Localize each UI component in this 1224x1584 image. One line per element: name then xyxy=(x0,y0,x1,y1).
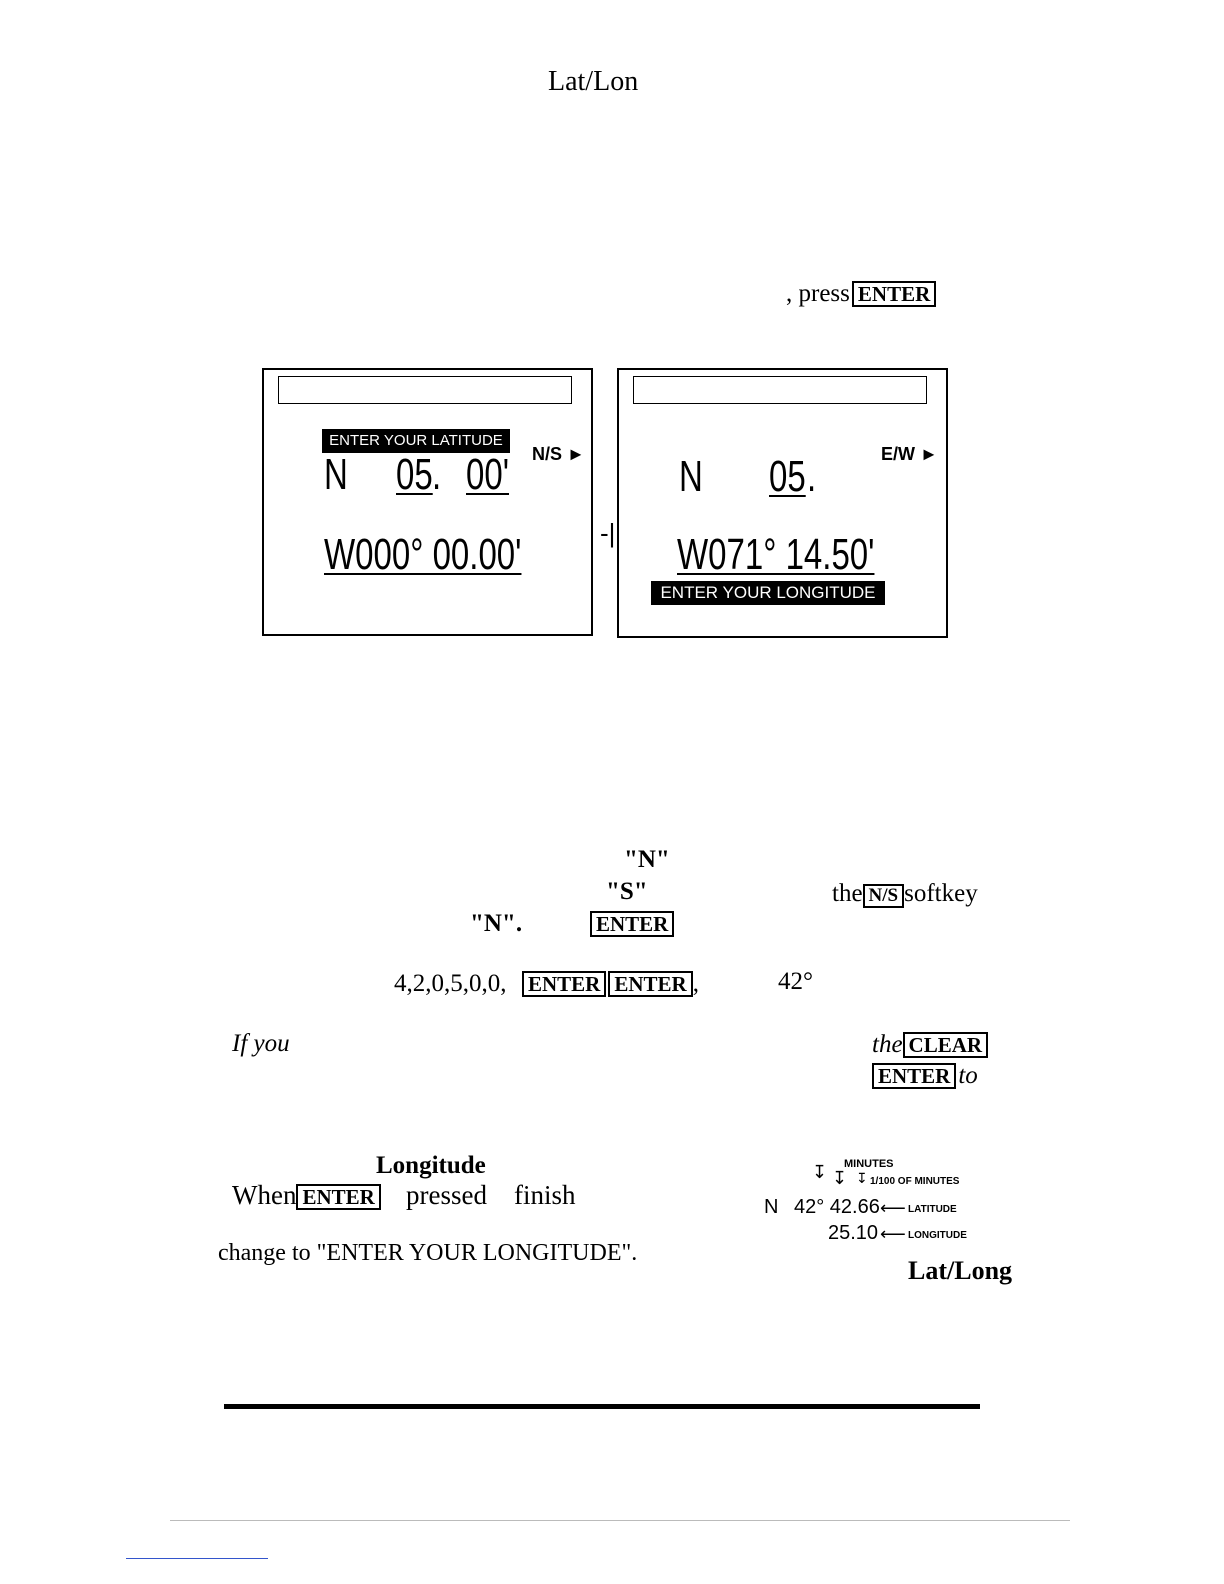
enter-key-1-wrap: ENTER xyxy=(590,911,675,938)
lat-long-label: Lat/Long xyxy=(908,1256,1013,1285)
enter-key: ENTER xyxy=(608,971,693,998)
latitude-banner: ENTER YOUR LATITUDE xyxy=(322,429,510,453)
longitude-value: W000° 00.00' xyxy=(324,530,522,579)
latitude-degree-dot: . xyxy=(432,450,442,499)
latitude-degrees: 05 xyxy=(769,452,806,501)
ns-key: N/S xyxy=(862,884,905,908)
finish-word: finish xyxy=(514,1180,576,1210)
longitude-label: LONGITUDE xyxy=(908,1230,967,1241)
ew-softkey-label: E/W ► xyxy=(881,444,938,465)
arrow-left-icon: ⟵ xyxy=(880,1224,906,1244)
latitude-label: LATITUDE xyxy=(908,1204,957,1215)
enter-key: ENTER xyxy=(872,1063,957,1090)
ns-softkey-text: N/S xyxy=(532,444,563,464)
diagram-lon-value: 25.10 xyxy=(828,1222,879,1244)
diagram-lat-value: 42° 42.66 xyxy=(794,1196,880,1218)
enter-key: ENTER xyxy=(851,281,937,308)
enter-key: ENTER xyxy=(590,911,675,938)
when-word: When xyxy=(232,1180,297,1210)
latitude-minutes: 00' xyxy=(466,450,510,499)
scan-noise-line xyxy=(170,1520,1070,1521)
degrees-value: 42° xyxy=(778,968,813,995)
minutes-label: MINUTES xyxy=(844,1158,894,1170)
screen-title-bar xyxy=(633,376,927,404)
comma: , xyxy=(692,970,699,997)
enter-key: ENTER xyxy=(522,971,607,998)
arrow-right-icon: ► xyxy=(567,444,585,464)
arrow-down-icon: ↧ xyxy=(832,1168,848,1188)
s-quote: "S" xyxy=(606,878,648,905)
longitude-heading: Longitude xyxy=(376,1152,486,1179)
ew-softkey-text: E/W xyxy=(881,444,915,464)
page-title: Lat/Lon xyxy=(548,66,639,97)
arrow-down-icon: ↧ xyxy=(812,1162,828,1182)
to-italic: to xyxy=(958,1062,978,1089)
pressed-word: pressed xyxy=(406,1180,487,1210)
longitude-banner: ENTER YOUR LONGITUDE xyxy=(651,581,885,605)
if-you-text: If you xyxy=(232,1030,290,1057)
arrow-down-icon: ↧ xyxy=(856,1170,868,1186)
diagram-hemisphere: N xyxy=(764,1196,779,1218)
screen-title-bar xyxy=(278,376,572,404)
change-to-text: change to "ENTER YOUR LONGITUDE". xyxy=(218,1240,638,1266)
arrow-right-icon: ► xyxy=(920,444,938,464)
latlong-diagram: MINUTES 1/100 OF MINUTES ↧ ↧ ↧ N 42° 42.… xyxy=(760,1156,990,1252)
latitude-hemisphere: N xyxy=(679,452,703,501)
longitude-value: W071° 14.50' xyxy=(677,530,875,579)
press-label: , press xyxy=(786,280,850,307)
the-word: the xyxy=(832,880,863,907)
bottom-link-line xyxy=(126,1558,268,1559)
latitude-degree-dot: . xyxy=(807,452,817,501)
softkey-word: softkey xyxy=(904,880,978,907)
hundredths-label: 1/100 OF MINUTES xyxy=(870,1176,960,1187)
n-quote-period: "N". xyxy=(470,910,523,937)
latitude-hemisphere: N xyxy=(324,450,348,499)
clear-key: CLEAR xyxy=(902,1032,989,1059)
longitude-screen: E/W ► N 05 . W071° 14.50' ENTER YOUR LON… xyxy=(617,368,948,638)
the-italic: the xyxy=(872,1031,903,1058)
latitude-degrees: 05 xyxy=(396,450,433,499)
digits-sequence: 4,2,0,5,0,0, xyxy=(394,970,507,997)
latitude-screen: ENTER YOUR LATITUDE N/S ► N 05 . 00' W00… xyxy=(262,368,593,636)
ns-softkey-label: N/S ► xyxy=(532,444,585,465)
enter-key: ENTER xyxy=(296,1184,381,1211)
arrow-left-icon: ⟵ xyxy=(880,1198,906,1218)
n-quote: "N" xyxy=(624,846,670,873)
between-mark: -| xyxy=(600,518,616,548)
footer-rule xyxy=(224,1404,980,1409)
